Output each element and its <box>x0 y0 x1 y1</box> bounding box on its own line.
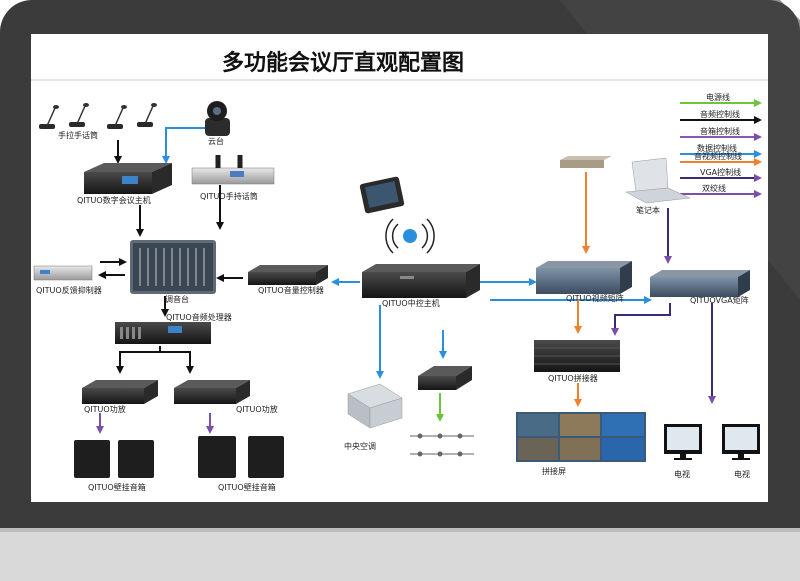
legend-label-audio: 音频控制线 <box>700 109 740 119</box>
video-matrix-icon <box>536 261 632 294</box>
ptz-camera-icon <box>205 101 230 136</box>
legend-label-av: 音视频控制线 <box>694 151 742 161</box>
tv-right-label: 电视 <box>734 469 750 479</box>
amp-right-label: QITUO功放 <box>236 404 278 414</box>
splice-screen-label: 拼接屏 <box>542 466 566 476</box>
laptop-icon <box>625 157 691 204</box>
speaker-right-label: QITUO壁挂音箱 <box>218 482 276 492</box>
host-label: QITUO数字会议主机 <box>77 195 151 205</box>
laptop-label: 笔记本 <box>636 205 660 215</box>
volume-label: QITUO音量控制器 <box>258 285 324 295</box>
central-controller-icon <box>362 264 480 298</box>
vga-matrix-label: QITUOVGA矩阵 <box>690 295 749 305</box>
mixer-label: 调音台 <box>165 294 189 304</box>
processor-label: QITUO音频处理器 <box>166 312 232 322</box>
legend-label-power: 电源线 <box>706 92 730 102</box>
handheld-receiver-icon <box>191 155 275 185</box>
ac-label: 中央空调 <box>344 441 376 451</box>
splice-screen-icon <box>516 412 646 462</box>
feedback-suppressor-icon <box>33 265 93 281</box>
legend-label-vga: VGA控制线 <box>700 167 741 177</box>
conference-host-icon <box>84 163 172 194</box>
speaker-left-pair-icon <box>74 440 154 478</box>
video-matrix-label: QITUO视频矩阵 <box>566 293 624 303</box>
wifi-signal-icon <box>385 218 435 254</box>
legend-label-speaker: 音箱控制线 <box>700 126 740 136</box>
volume-controller-icon <box>248 265 328 285</box>
feedback-label: QITUO反馈抑制器 <box>36 285 102 295</box>
air-conditioner-icon <box>347 383 403 429</box>
tv-left-label: 电视 <box>674 469 690 479</box>
handheld-label: QITUO手持话筒 <box>200 191 258 201</box>
mic-label: 手拉手话筒 <box>58 130 98 140</box>
tv-left-icon <box>664 424 702 460</box>
legend: 电源线 音频控制线 音箱控制线 数据控制线 音视频控制线 VGA控制线 双绞线 <box>680 92 762 198</box>
mixer-icon <box>130 240 216 294</box>
light-circuit-icon <box>410 433 474 457</box>
legend-label-data: 数据控制线 <box>697 143 737 153</box>
audio-processor-icon <box>115 322 211 344</box>
amp-left-label: QITUO功放 <box>84 404 126 414</box>
splicer-label: QITUO拼接器 <box>548 373 598 383</box>
splicer-icon <box>534 340 620 372</box>
tablet-icon <box>359 176 405 214</box>
speaker-right-pair-icon <box>198 436 284 478</box>
legend-label-twisted: 双绞线 <box>702 183 726 193</box>
speaker-left-label: QITUO壁挂音箱 <box>88 482 146 492</box>
tv-right-icon <box>722 424 760 460</box>
mic-icons <box>39 103 157 129</box>
dvd-player-icon <box>560 156 612 168</box>
lighting-module-icon <box>418 366 472 390</box>
vga-matrix-icon <box>650 270 750 297</box>
amplifier-right-icon <box>174 380 250 404</box>
amplifier-left-icon <box>82 380 158 404</box>
central-label: QITUO中控主机 <box>382 298 440 308</box>
page-title: 多功能会议厅直观配置图 <box>222 50 464 76</box>
ptz-label: 云台 <box>208 136 224 146</box>
connections <box>96 127 716 434</box>
